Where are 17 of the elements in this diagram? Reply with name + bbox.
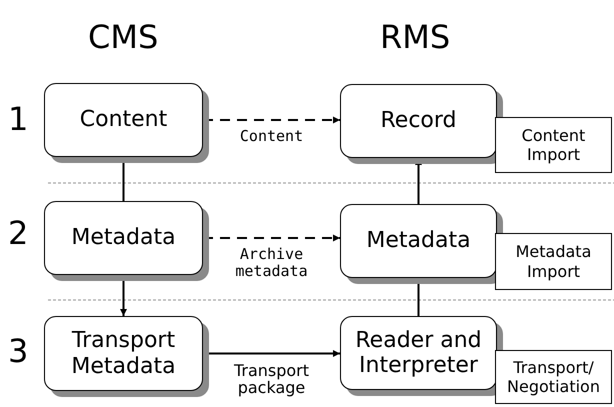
node-label: Metadata Import (514, 242, 592, 281)
layer-tag (495, 350, 612, 404)
node-label: Content Import (520, 126, 586, 164)
row-number: 1 (8, 100, 28, 138)
column-title: RMS (380, 18, 450, 56)
row-number: 3 (8, 332, 28, 370)
node-label: Transport Metadata (70, 328, 177, 379)
node-label: Record (380, 108, 456, 134)
layer-tag (495, 117, 612, 173)
node-label: Reader and Interpreter (354, 328, 483, 378)
node-label: Metadata (366, 228, 471, 254)
node-label: Content (80, 107, 168, 133)
layer-tag (495, 233, 612, 290)
row-number: 2 (8, 214, 28, 252)
node-label: Metadata (71, 225, 176, 251)
column-title: CMS (88, 18, 158, 56)
node-label: Transport/ Negotiation (506, 358, 601, 396)
